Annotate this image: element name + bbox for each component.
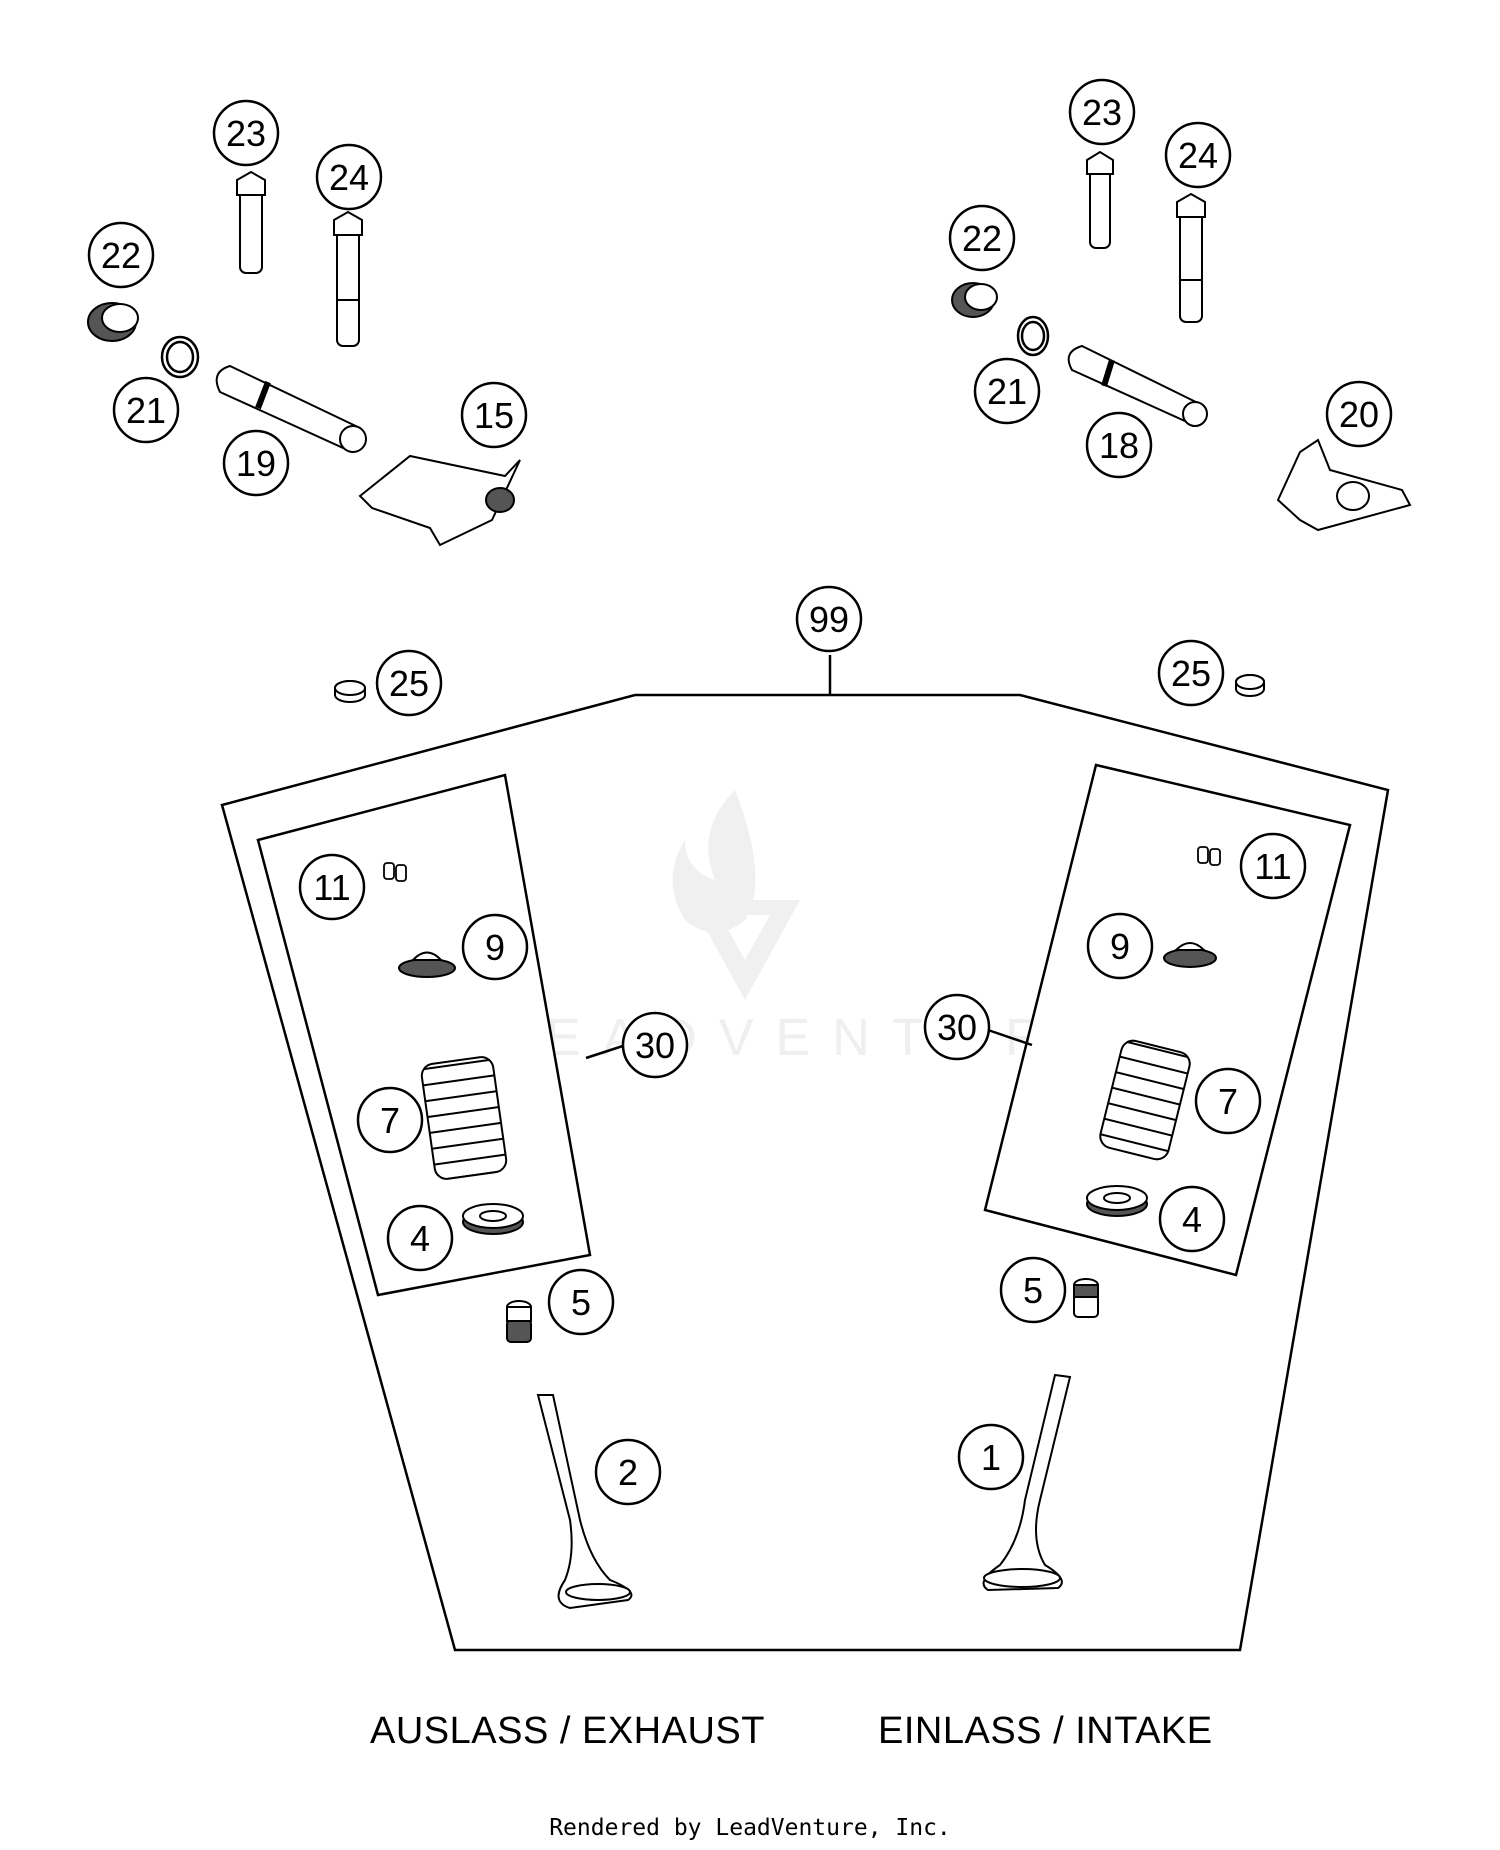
rocker-arm-intake-20 <box>1276 438 1412 532</box>
bolt-right-23 <box>1086 150 1114 249</box>
callout-99: 99 <box>795 585 863 653</box>
callout-20: 20 <box>1325 380 1393 448</box>
svg-text:11: 11 <box>1254 846 1291 887</box>
bolt-left-23 <box>236 170 266 274</box>
shim-left-25 <box>334 680 366 703</box>
svg-text:24: 24 <box>1178 135 1218 176</box>
spring-seat-intake-4 <box>1086 1185 1148 1217</box>
callout-21-left: 21 <box>112 376 180 444</box>
callout-24-right: 24 <box>1164 121 1232 189</box>
o-ring-right-21 <box>1016 315 1050 357</box>
callout-23-left: 23 <box>212 99 280 167</box>
callout-5-intake: 5 <box>999 1256 1067 1324</box>
svg-text:11: 11 <box>313 867 350 908</box>
intake-valve-1 <box>982 1373 1072 1592</box>
svg-text:19: 19 <box>236 443 276 484</box>
callout-25-right: 25 <box>1157 639 1225 707</box>
footer-credit: Rendered by LeadVenture, Inc. <box>549 1815 951 1841</box>
svg-text:25: 25 <box>389 663 429 704</box>
callout-25-left: 25 <box>375 649 443 717</box>
o-ring-left-21 <box>160 335 200 379</box>
svg-text:21: 21 <box>987 371 1027 412</box>
valve-spring-exhaust-7 <box>420 1056 508 1180</box>
exhaust-section-label: AUSLASS / EXHAUST <box>370 1710 765 1752</box>
svg-text:15: 15 <box>474 395 514 436</box>
svg-text:20: 20 <box>1339 394 1379 435</box>
valve-keepers-intake-11 <box>1197 846 1221 866</box>
svg-text:7: 7 <box>1218 1081 1238 1122</box>
callout-2: 2 <box>594 1438 662 1506</box>
svg-text:4: 4 <box>1182 1199 1202 1240</box>
svg-text:21: 21 <box>126 390 166 431</box>
svg-text:23: 23 <box>1082 92 1122 133</box>
callout-24-left: 24 <box>315 143 383 211</box>
exhaust-valve-2 <box>536 1394 633 1610</box>
cylinder-head-outline <box>220 655 1390 1652</box>
rocker-shaft-right-18 <box>1067 344 1208 428</box>
bolt-right-24 <box>1176 192 1206 323</box>
svg-text:23: 23 <box>226 113 266 154</box>
svg-text:30: 30 <box>635 1025 675 1066</box>
valve-keepers-exhaust-11 <box>383 862 407 882</box>
svg-text:18: 18 <box>1099 425 1139 466</box>
svg-text:1: 1 <box>981 1437 1001 1478</box>
callout-11-intake: 11 <box>1239 832 1307 900</box>
callout-7-intake: 7 <box>1194 1067 1262 1135</box>
callout-4-exhaust: 4 <box>386 1204 454 1272</box>
callout-9-exhaust: 9 <box>461 913 529 981</box>
svg-text:99: 99 <box>809 599 849 640</box>
callout-5-exhaust: 5 <box>547 1268 615 1336</box>
rocker-arm-exhaust-15 <box>358 454 521 547</box>
svg-text:7: 7 <box>380 1100 400 1141</box>
svg-text:5: 5 <box>571 1282 591 1323</box>
valve-stem-seal-exhaust-5 <box>506 1300 532 1343</box>
callout-15: 15 <box>460 381 528 449</box>
svg-text:24: 24 <box>329 157 369 198</box>
shim-right-25 <box>1235 674 1265 697</box>
svg-text:4: 4 <box>410 1218 430 1259</box>
callout-11-exhaust: 11 <box>298 853 366 921</box>
svg-text:30: 30 <box>937 1007 977 1048</box>
callout-30-exhaust: 30 <box>621 1011 689 1079</box>
plug-right-22 <box>951 282 998 318</box>
spring-seat-exhaust-4 <box>462 1203 524 1235</box>
intake-section-label: EINLASS / INTAKE <box>878 1710 1213 1752</box>
callouts: 23 24 22 21 19 15 23 24 22 21 18 20 99 2… <box>87 78 1393 1506</box>
callout-4-intake: 4 <box>1158 1185 1226 1253</box>
callout-22-right: 22 <box>948 204 1016 272</box>
callout-1: 1 <box>957 1423 1025 1491</box>
bolt-left-24 <box>333 210 363 347</box>
svg-text:25: 25 <box>1171 653 1211 694</box>
svg-text:22: 22 <box>962 218 1002 259</box>
svg-text:5: 5 <box>1023 1270 1043 1311</box>
valve-stem-seal-intake-5 <box>1073 1278 1099 1318</box>
callout-7-exhaust: 7 <box>356 1086 424 1154</box>
watermark-text: LEADVENTURE <box>495 1009 1121 1067</box>
callout-22-left: 22 <box>87 221 155 289</box>
rocker-shaft-left-19 <box>215 364 367 454</box>
callout-18: 18 <box>1085 411 1153 479</box>
callout-30-intake: 30 <box>923 993 991 1061</box>
callout-21-right: 21 <box>973 357 1041 425</box>
svg-text:9: 9 <box>1110 926 1130 967</box>
spring-retainer-intake-9 <box>1163 942 1217 968</box>
callout-19: 19 <box>222 429 290 497</box>
svg-text:22: 22 <box>101 235 141 276</box>
svg-text:2: 2 <box>618 1452 638 1493</box>
valve-spring-intake-7 <box>1099 1039 1191 1161</box>
spring-retainer-exhaust-9 <box>398 951 456 978</box>
plug-left-22 <box>87 302 139 342</box>
callout-9-intake: 9 <box>1086 912 1154 980</box>
svg-text:9: 9 <box>485 927 505 968</box>
callout-23-right: 23 <box>1068 78 1136 146</box>
watermark: LEADVENTURE <box>495 790 1121 1067</box>
